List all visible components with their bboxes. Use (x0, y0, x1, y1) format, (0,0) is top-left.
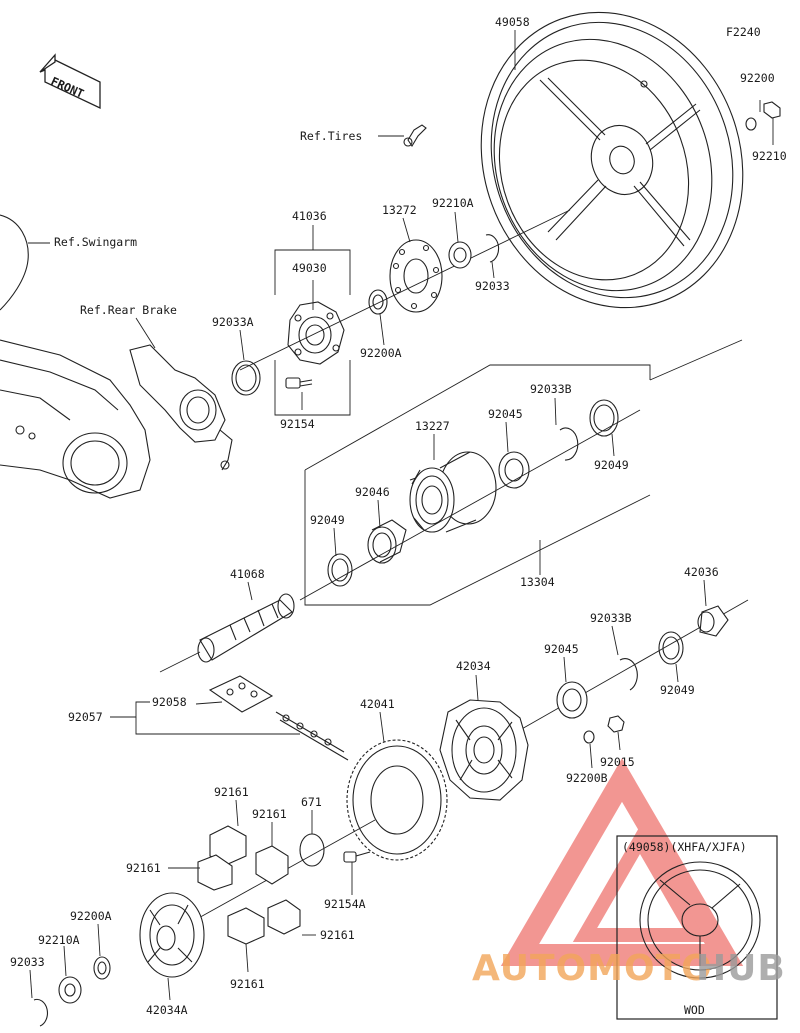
part-labels: F2240 49058 92200 92210 Ref.Tires Ref.Sw… (10, 15, 787, 1017)
circlip-92033B-low (619, 658, 638, 691)
seal-92049-mid (327, 553, 353, 587)
ref-tires-label: Ref.Tires (300, 129, 362, 143)
label-671: 671 (301, 795, 322, 809)
needle-bearing-92046 (367, 519, 407, 564)
label-92057: 92057 (68, 710, 103, 724)
label-42036: 42036 (684, 565, 719, 579)
label-41036: 41036 (292, 209, 327, 223)
label-92161-e: 92161 (230, 977, 265, 991)
coupling-42034A (139, 892, 205, 978)
label-92045-low: 92045 (544, 642, 579, 656)
label-92210A-low: 92210A (38, 933, 80, 947)
shaft-41068 (197, 593, 295, 663)
sprocket-42041 (346, 739, 448, 861)
nut-92015 (607, 715, 625, 733)
label-49058: 49058 (495, 15, 530, 29)
variant-inset (616, 835, 778, 1020)
seal-92049-low (658, 631, 684, 665)
label-92161-c: 92161 (126, 861, 161, 875)
label-92210: 92210 (752, 149, 787, 163)
seal-92049-top (589, 399, 619, 437)
front-arrow-icon: FRONT (39, 53, 101, 110)
bearing-92045-low (556, 681, 588, 719)
label-92161-b: 92161 (252, 807, 287, 821)
label-92200B: 92200B (566, 771, 608, 785)
label-92154: 92154 (280, 417, 315, 431)
washer-92200B (583, 730, 595, 744)
hub-13227 (409, 451, 497, 533)
ref-swingarm-label: Ref.Swingarm (54, 235, 137, 249)
circlip-92033B-top (559, 427, 579, 461)
label-42041: 42041 (360, 697, 395, 711)
link-set-92058 (208, 675, 274, 713)
label-92049-low: 92049 (660, 683, 695, 697)
label-92033B-low: 92033B (590, 611, 632, 625)
nut-92210 (763, 101, 781, 119)
label-13272: 13272 (382, 203, 417, 217)
watermark-text-a: AUTOMOTO (472, 948, 713, 989)
nut-92210A-top (448, 241, 472, 269)
bolt-92154A (343, 851, 371, 863)
label-92045-top: 92045 (488, 407, 523, 421)
label-92049-mid: 92049 (310, 513, 345, 527)
collar-42036 (697, 605, 729, 637)
watermark-text-b: HUB (696, 948, 786, 989)
watermark: AUTOMOTO HUB (472, 948, 786, 989)
chain-link-92057 (275, 711, 349, 761)
swingarm (0, 214, 151, 499)
label-92161-d: 92161 (320, 928, 355, 942)
label-92058: 92058 (152, 695, 187, 709)
circlip-92033-top (485, 234, 500, 263)
damper-92161 (197, 825, 301, 945)
label-92200A-top: 92200A (360, 346, 402, 360)
inset-caption: WOD (684, 1003, 705, 1017)
circlip-92033-low (33, 998, 48, 1027)
nut-92210A-low (58, 976, 82, 1004)
label-92033B-top: 92033B (530, 382, 572, 396)
sprocket-carrier-42034 (439, 699, 529, 801)
label-92046: 92046 (355, 485, 390, 499)
label-92015: 92015 (600, 755, 635, 769)
label-41068: 41068 (230, 567, 265, 581)
label-13304: 13304 (520, 575, 555, 589)
washer-92200A-low (93, 956, 111, 980)
circlip-92033A (231, 360, 261, 396)
inset-title: (49058)(XHFA/XJFA) (622, 840, 747, 854)
ref-rear-brake-label: Ref.Rear Brake (80, 303, 177, 317)
label-92033A: 92033A (212, 315, 254, 329)
tire-valve (403, 124, 427, 148)
diagram-code: F2240 (726, 25, 761, 39)
label-92200: 92200 (740, 71, 775, 85)
label-49030: 49030 (292, 261, 327, 275)
rear-wheel (480, 11, 744, 309)
label-42034: 42034 (456, 659, 491, 673)
label-92033-top: 92033 (475, 279, 510, 293)
label-42034A: 42034A (146, 1003, 188, 1017)
label-92033-low: 92033 (10, 955, 45, 969)
label-92161-a: 92161 (214, 785, 249, 799)
label-92049-top: 92049 (594, 458, 629, 472)
watermark-logo (500, 758, 744, 966)
label-13227: 13227 (415, 419, 450, 433)
washer-92200A (368, 289, 388, 315)
label-92210A-top: 92210A (432, 196, 474, 210)
rear-brake-bracket (129, 344, 233, 471)
washer-92200 (745, 117, 757, 131)
plate-13272 (389, 239, 443, 313)
bolt-92154 (285, 377, 313, 389)
bearing-92045-top (498, 451, 530, 489)
label-92200A-low: 92200A (70, 909, 112, 923)
label-92154A: 92154A (324, 897, 366, 911)
